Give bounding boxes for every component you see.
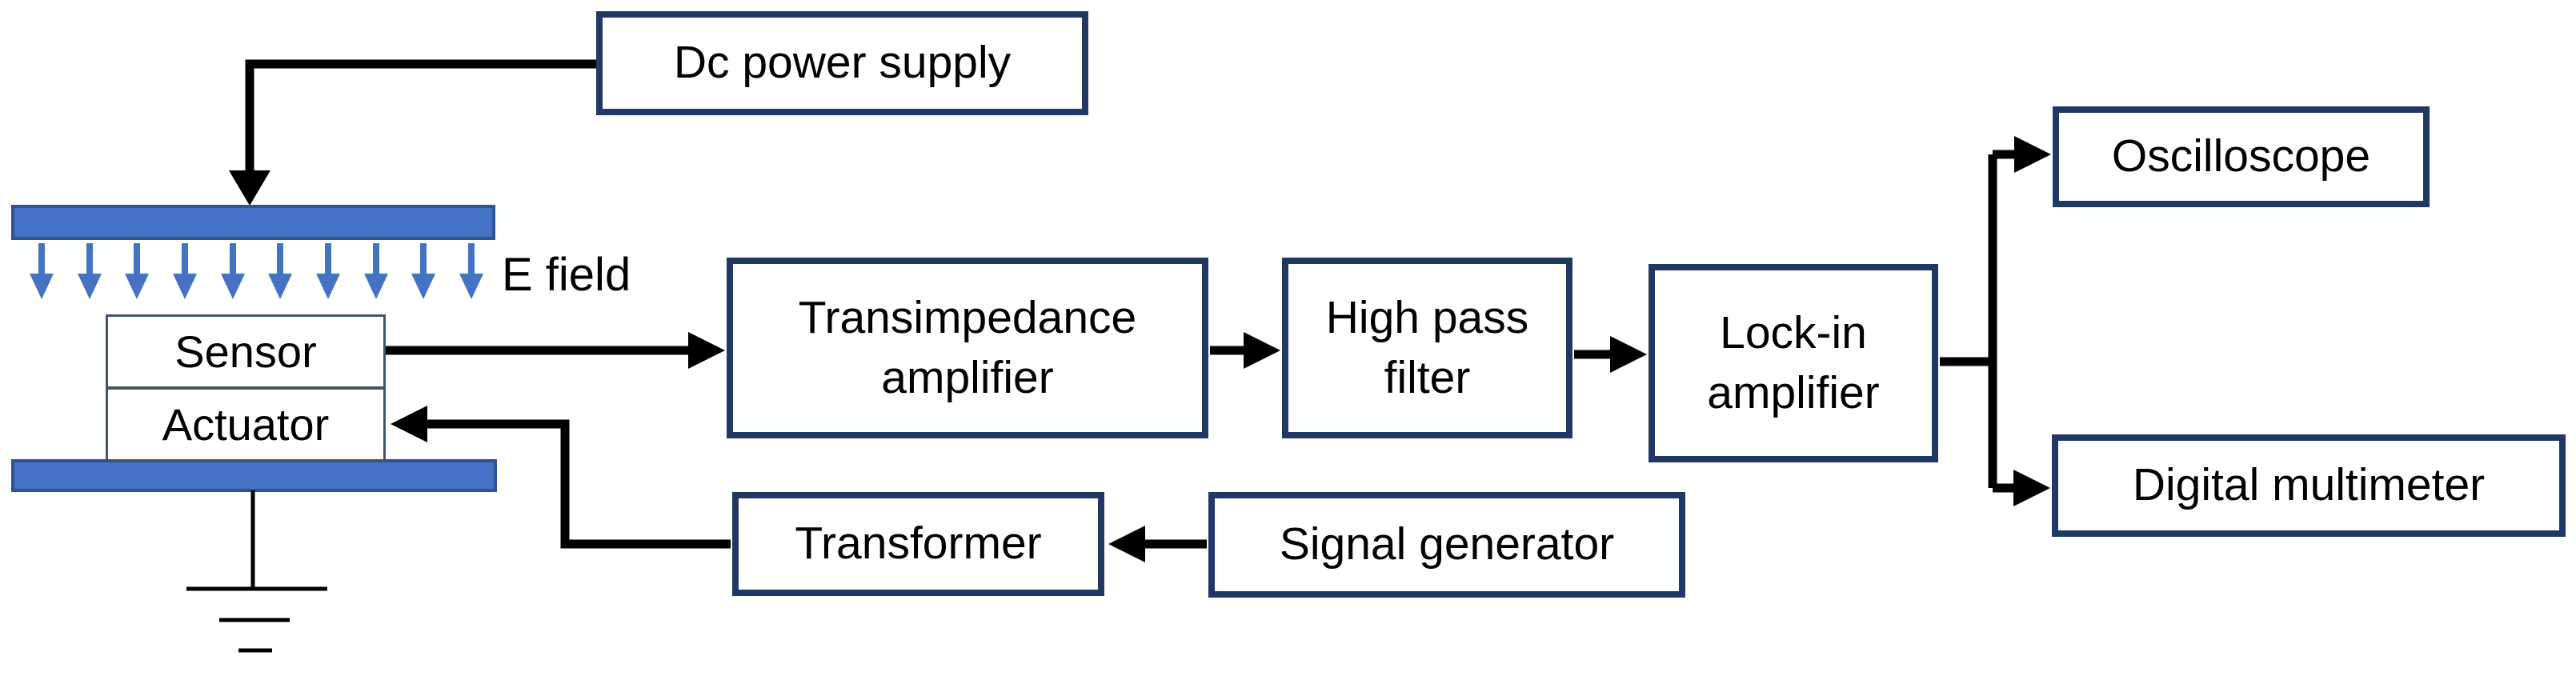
signal-generator-label: Signal generator bbox=[1279, 518, 1615, 570]
high-pass-filter-label: High pass filter bbox=[1325, 291, 1529, 403]
e-field-arrows bbox=[30, 243, 483, 299]
transimpedance-amplifier-label: Transimpedance amplifier bbox=[798, 291, 1137, 403]
e-field-arrow-icon bbox=[316, 243, 340, 299]
sensor-box: Sensor bbox=[106, 314, 386, 388]
wire-highpass-to-lockin bbox=[1574, 336, 1647, 373]
top-electrode-plate bbox=[11, 205, 495, 240]
e-field-arrow-icon bbox=[78, 243, 102, 299]
lock-in-amplifier-label: Lock-in amplifier bbox=[1707, 306, 1880, 418]
e-field-arrow-icon bbox=[459, 243, 483, 299]
oscilloscope-box: Oscilloscope bbox=[2053, 106, 2430, 207]
signal-generator-box: Signal generator bbox=[1208, 492, 1685, 598]
dc-power-supply-label: Dc power supply bbox=[673, 37, 1012, 89]
wire-sensor-to-transimpedance bbox=[386, 332, 725, 369]
e-field-arrow-icon bbox=[221, 243, 245, 299]
e-field-arrow-icon bbox=[173, 243, 197, 299]
oscilloscope-label: Oscilloscope bbox=[2111, 130, 2371, 182]
dc-power-supply-box: Dc power supply bbox=[596, 11, 1088, 115]
e-field-label: E field bbox=[502, 249, 631, 301]
wire-transformer-to-actuator bbox=[391, 406, 731, 549]
digital-multimeter-box: Digital multimeter bbox=[2052, 434, 2566, 537]
lock-in-amplifier-box: Lock-in amplifier bbox=[1649, 264, 1938, 462]
sensor-label: Sensor bbox=[174, 326, 317, 377]
arrowhead-right-icon bbox=[1244, 332, 1280, 369]
e-field-arrow-icon bbox=[411, 243, 435, 299]
actuator-label: Actuator bbox=[162, 399, 330, 450]
actuator-box: Actuator bbox=[106, 388, 386, 462]
wire-lockin-output-branch bbox=[1940, 136, 2051, 506]
wire-transimpedance-to-highpass bbox=[1210, 332, 1280, 369]
wire-dc-supply-to-plate bbox=[229, 59, 596, 206]
arrowhead-left-icon bbox=[1108, 526, 1145, 562]
transformer-label: Transformer bbox=[795, 518, 1042, 570]
arrowhead-right-icon bbox=[2013, 470, 2050, 506]
arrowhead-down-icon bbox=[229, 170, 270, 206]
high-pass-filter-box: High pass filter bbox=[1282, 258, 1572, 438]
ground-symbol bbox=[186, 490, 327, 653]
transformer-box: Transformer bbox=[732, 492, 1104, 596]
e-field-arrow-icon bbox=[364, 243, 388, 299]
digital-multimeter-label: Digital multimeter bbox=[2132, 459, 2486, 511]
wire-signalgenerator-to-transformer bbox=[1108, 526, 1207, 562]
arrowhead-right-icon bbox=[1610, 336, 1647, 373]
transimpedance-amplifier-box: Transimpedance amplifier bbox=[727, 258, 1208, 438]
e-field-arrow-icon bbox=[268, 243, 292, 299]
arrowhead-right-icon bbox=[2014, 136, 2051, 173]
bottom-electrode-plate bbox=[11, 459, 497, 492]
arrowhead-right-icon bbox=[688, 332, 725, 369]
e-field-arrow-icon bbox=[125, 243, 149, 299]
e-field-arrow-icon bbox=[30, 243, 54, 299]
arrowhead-left-icon bbox=[391, 406, 427, 442]
